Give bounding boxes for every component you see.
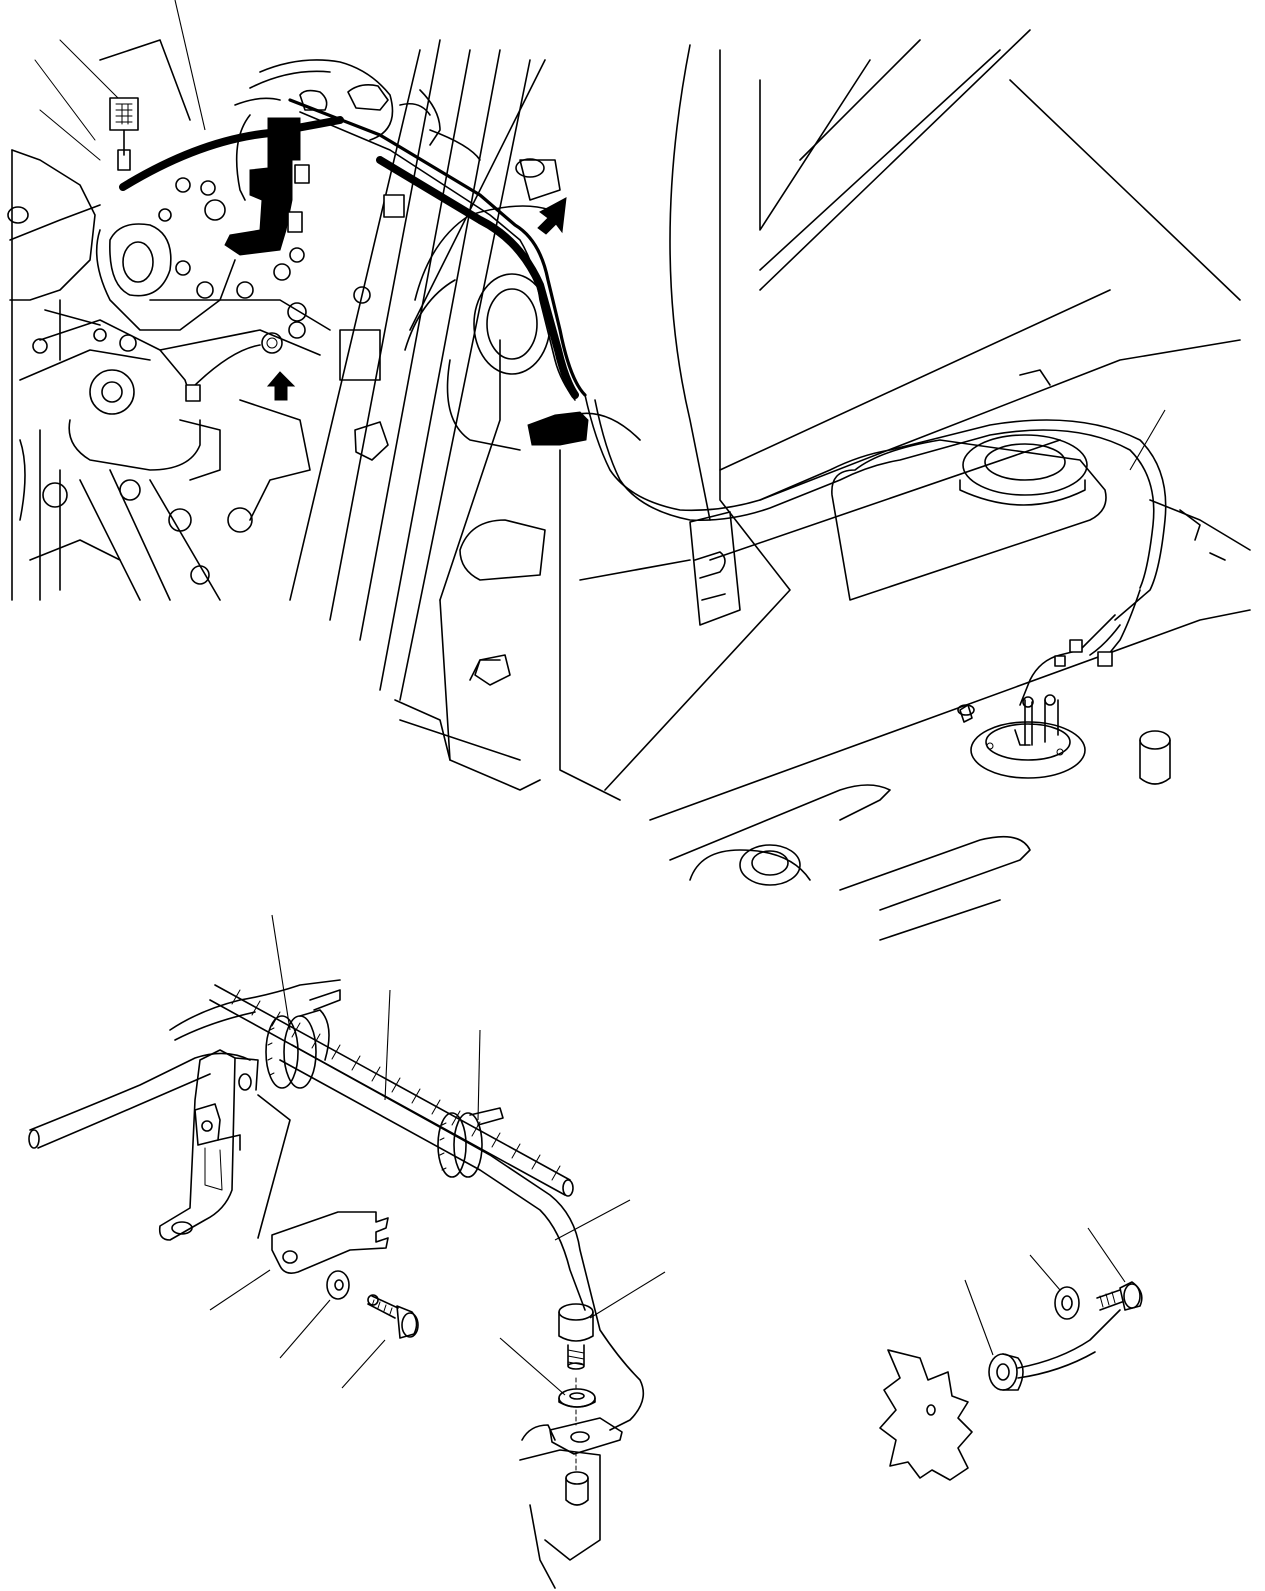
clamp-band-right: [437, 1107, 504, 1178]
up-arrow-icon: [266, 371, 296, 401]
clip-plate: [257, 1094, 389, 1274]
callout-leaders-clamp: [209, 914, 666, 1396]
harness-connectors: [109, 84, 1113, 667]
down-left-arrow-icon: [537, 197, 567, 235]
direction-arrows: [266, 197, 567, 401]
seat-base: [669, 369, 1107, 941]
washer-and-bolt-right: [519, 1303, 623, 1589]
engine-harness-routing-view: [7, 0, 1251, 941]
washer-and-bolt-left: [326, 1270, 419, 1339]
clamp-band-left: [265, 989, 341, 1089]
engine-block: [7, 39, 381, 601]
frame-structure: [289, 29, 1251, 821]
callout-leaders-top: [174, 0, 1166, 471]
corrugated-conduit: [209, 984, 574, 1197]
harness-clip-bracket: [689, 511, 741, 626]
wire-harness-main: [119, 59, 1167, 706]
l-bracket: [158, 1049, 259, 1241]
bolt-heads: [32, 177, 371, 354]
sensor-ground-terminal-detail-view: [879, 1227, 1143, 1481]
harness-clamp-detail-view: [28, 914, 666, 1589]
connector-top-left: [109, 97, 139, 131]
fuel-sender-unit: [957, 694, 1171, 785]
